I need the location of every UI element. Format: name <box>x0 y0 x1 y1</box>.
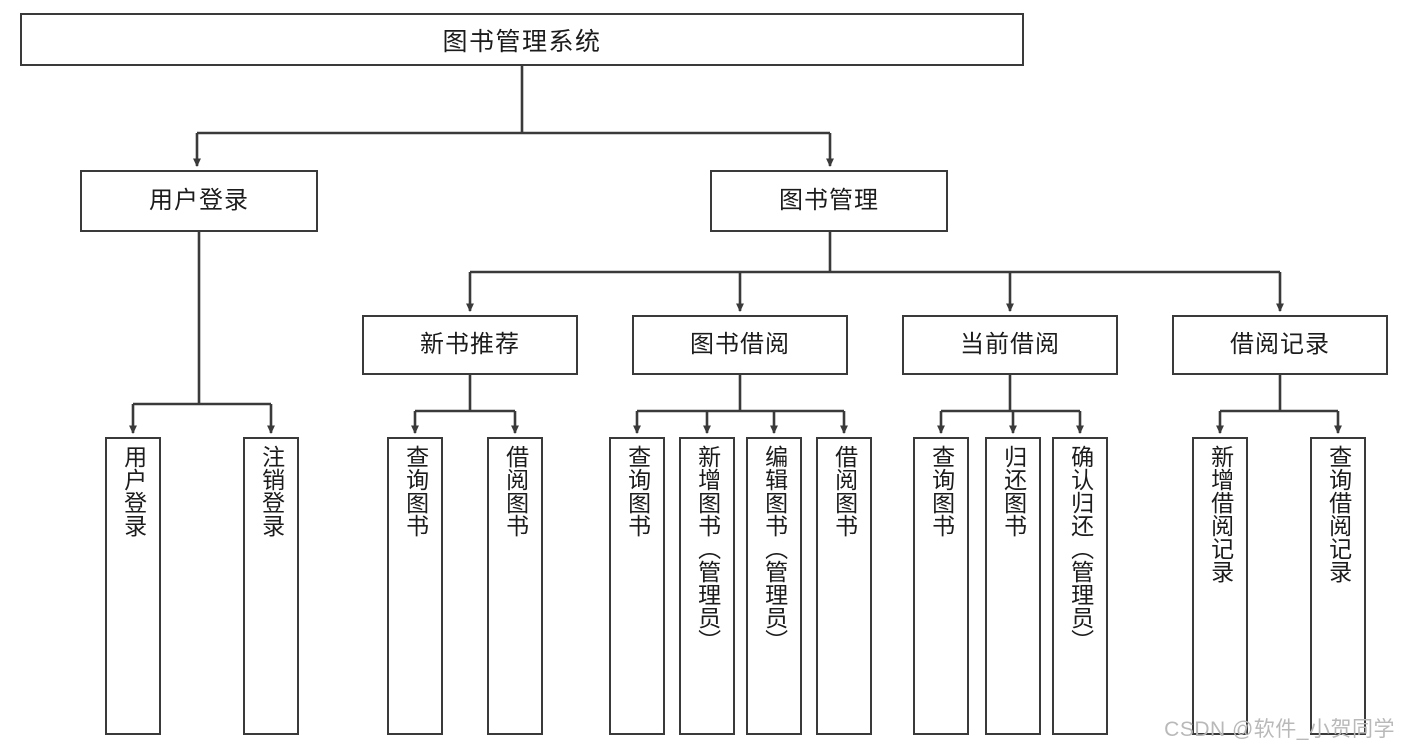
node-user-login[interactable]: 用户登录 <box>80 170 318 232</box>
node-leaf-query-book-borrow[interactable]: 查询图书 <box>609 437 665 735</box>
node-label: 注销登录 <box>258 445 285 537</box>
node-label: 查询图书 <box>928 445 955 537</box>
node-leaf-add-book-admin[interactable]: 新增图书（管理员） <box>679 437 735 735</box>
node-label: 图书管理 <box>779 186 879 214</box>
node-book-borrow[interactable]: 图书借阅 <box>632 315 848 375</box>
node-borrow-record[interactable]: 借阅记录 <box>1172 315 1388 375</box>
node-label: 新增图书（管理员） <box>694 445 721 652</box>
node-label: 新书推荐 <box>420 330 520 358</box>
edges-userlogin-to-leaves <box>129 232 275 435</box>
node-label: 图书管理系统 <box>442 27 602 56</box>
node-leaf-query-borrow-record[interactable]: 查询借阅记录 <box>1310 437 1366 735</box>
node-leaf-borrow-book-recommend[interactable]: 借阅图书 <box>487 437 543 735</box>
node-leaf-confirm-return-admin[interactable]: 确认归还（管理员） <box>1052 437 1108 735</box>
node-book-management[interactable]: 图书管理 <box>710 170 948 232</box>
node-label: 用户登录 <box>149 186 249 214</box>
node-leaf-return-book[interactable]: 归还图书 <box>985 437 1041 735</box>
edges-currentborrow-to-leaves <box>937 375 1084 435</box>
edges-root-to-level2 <box>193 66 834 168</box>
node-label: 新增借阅记录 <box>1207 445 1234 583</box>
node-root-book-management-system[interactable]: 图书管理系统 <box>20 13 1024 66</box>
node-leaf-query-book-recommend[interactable]: 查询图书 <box>387 437 443 735</box>
node-label: 借阅图书 <box>831 445 858 537</box>
node-label: 归还图书 <box>1000 445 1027 537</box>
node-leaf-edit-book-admin[interactable]: 编辑图书（管理员） <box>746 437 802 735</box>
node-leaf-query-book-current[interactable]: 查询图书 <box>913 437 969 735</box>
edges-bookborrow-to-leaves <box>633 375 848 435</box>
node-leaf-borrow-book[interactable]: 借阅图书 <box>816 437 872 735</box>
csdn-watermark: CSDN @软件_小贺同学 <box>1164 718 1395 741</box>
node-leaf-add-borrow-record[interactable]: 新增借阅记录 <box>1192 437 1248 735</box>
node-current-borrow[interactable]: 当前借阅 <box>902 315 1118 375</box>
node-label: 确认归还（管理员） <box>1067 445 1094 652</box>
node-new-book-recommend[interactable]: 新书推荐 <box>362 315 578 375</box>
edges-bookmanage-to-level3 <box>466 232 1284 313</box>
edges-borrowrecord-to-leaves <box>1216 375 1342 435</box>
node-label: 查询图书 <box>402 445 429 537</box>
edges-newbook-to-leaves <box>411 375 519 435</box>
node-leaf-logout[interactable]: 注销登录 <box>243 437 299 735</box>
node-label: 查询借阅记录 <box>1325 445 1352 583</box>
node-label: 查询图书 <box>624 445 651 537</box>
node-label: 用户登录 <box>120 445 147 537</box>
node-leaf-user-login[interactable]: 用户登录 <box>105 437 161 735</box>
node-label: 当前借阅 <box>960 330 1060 358</box>
node-label: 图书借阅 <box>690 330 790 358</box>
node-label: 借阅记录 <box>1230 330 1330 358</box>
node-label: 借阅图书 <box>502 445 529 537</box>
node-label: 编辑图书（管理员） <box>761 445 788 652</box>
